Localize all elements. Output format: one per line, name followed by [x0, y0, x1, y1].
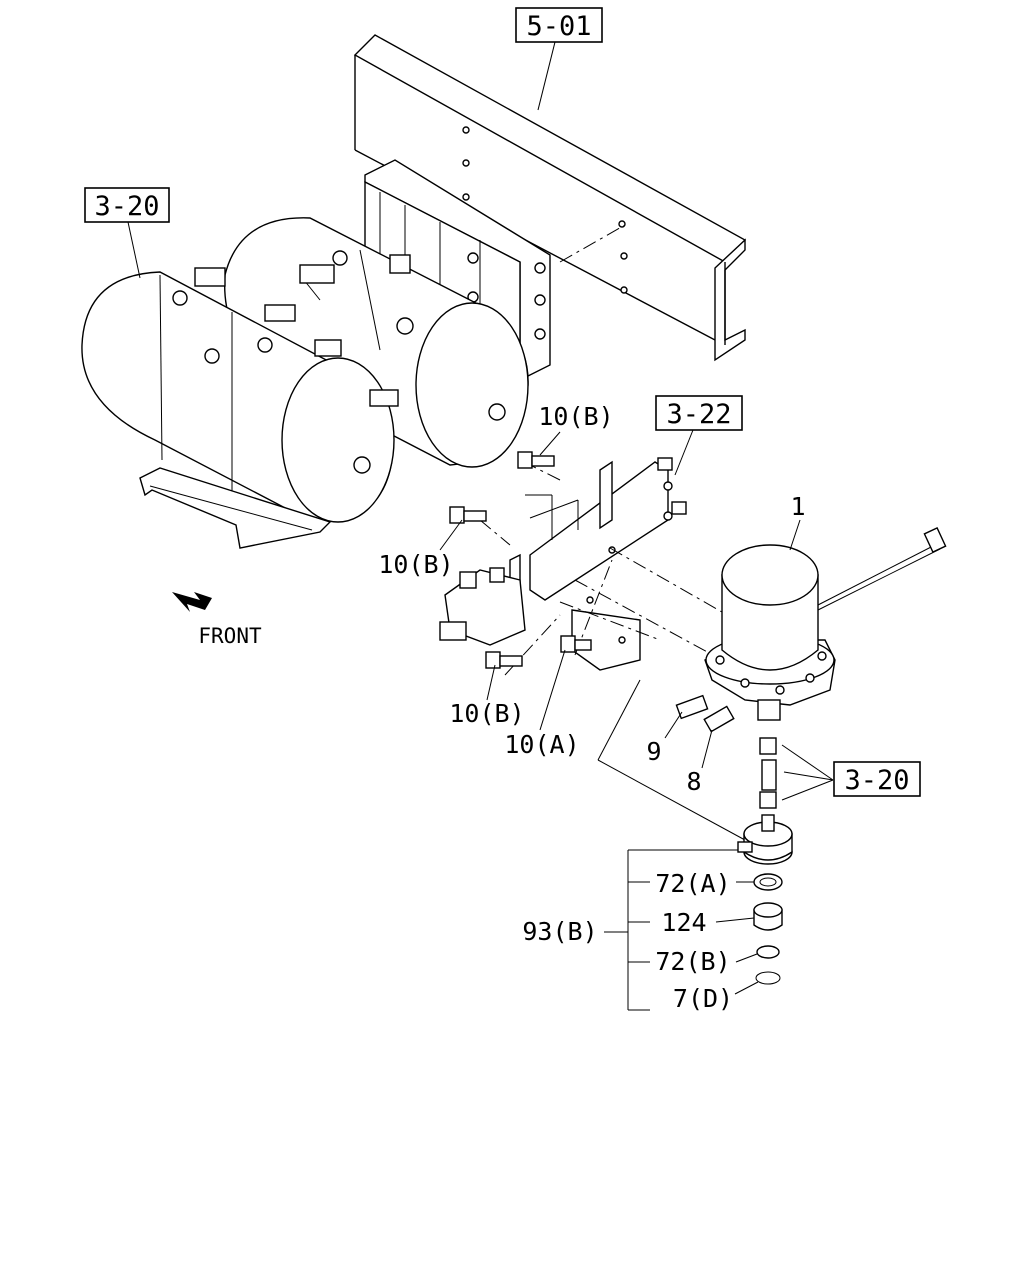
tank-cradle [139, 467, 332, 549]
callout-5-01-label: 5-01 [526, 11, 591, 42]
tank-fittings [194, 254, 411, 407]
fitting-8 [703, 705, 735, 733]
label-kit-item-4: 7(D) [673, 984, 733, 1013]
seal-ring-b [756, 945, 780, 959]
label-dryer: 1 [790, 492, 805, 521]
callout-5-01: 5-01 [515, 7, 603, 43]
label-bolt-lower: 10(B) [449, 699, 524, 728]
air-tank-front [81, 271, 395, 523]
front-label: FRONT [198, 624, 262, 648]
air-dryer [704, 527, 947, 721]
inline-fittings [759, 737, 777, 809]
filter-element [753, 902, 783, 931]
label-kit-item-1: 72(A) [655, 869, 730, 898]
label-kit: 93(B) [522, 917, 597, 946]
label-bolt-a: 10(A) [504, 730, 579, 759]
label-bolt-left: 10(B) [378, 550, 453, 579]
bolt-top [517, 451, 555, 469]
frame-rail [353, 34, 747, 362]
fitting-9 [675, 694, 709, 720]
label-fitting-8: 8 [686, 767, 701, 796]
label-kit-item-3: 72(B) [655, 947, 730, 976]
callout-3-20-tanks: 3-20 [84, 187, 170, 223]
valve-block [439, 567, 526, 646]
leader-lines [127, 41, 834, 1011]
snap-ring [755, 971, 781, 985]
callout-3-20-tanks-label: 3-20 [94, 191, 159, 222]
label-fitting-9: 9 [646, 737, 661, 766]
callout-3-20-fittings-label: 3-20 [844, 765, 909, 796]
callout-3-22: 3-22 [655, 395, 743, 431]
filter-cartridge [737, 814, 793, 865]
bolt-a [560, 635, 592, 653]
bolt-left [449, 506, 487, 524]
seal-ring-a [753, 873, 783, 891]
bolt-bracket [657, 457, 687, 515]
kit-parts [753, 873, 783, 985]
dryer-mounting-bracket [509, 460, 673, 671]
label-kit-item-2: 124 [661, 908, 706, 937]
bolts [449, 451, 687, 669]
front-indicator: FRONT [172, 592, 262, 648]
callout-3-22-label: 3-22 [666, 399, 731, 430]
label-bolt-top: 10(B) [538, 402, 613, 431]
bolt-lower [485, 651, 523, 669]
front-arrow-icon [172, 592, 212, 612]
callout-3-20-fittings: 3-20 [833, 761, 921, 797]
